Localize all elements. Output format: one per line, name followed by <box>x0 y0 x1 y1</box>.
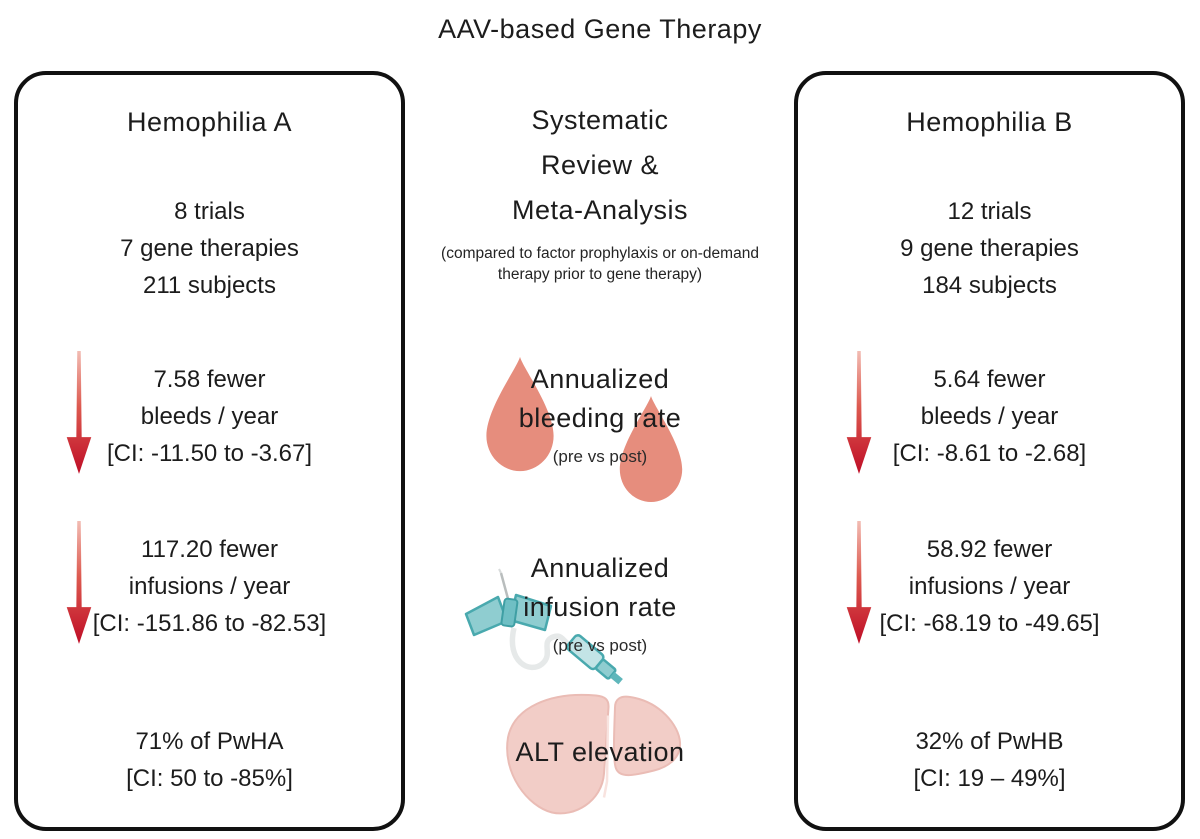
blood-drop-icon <box>619 395 683 503</box>
value-line: 7.58 fewer <box>153 366 266 393</box>
unit-line: bleeds / year <box>140 403 279 430</box>
value-line: 117.20 fewer <box>141 536 278 563</box>
label-line: Annualized <box>530 553 670 583</box>
comparison-note: (compared to factor prophylaxis or on-de… <box>441 245 759 283</box>
hemophilia-a-heading: Hemophilia A <box>126 107 293 137</box>
decrease-arrow-icon <box>846 351 872 474</box>
value-line: 58.92 fewer <box>926 536 1053 563</box>
heading-line: Meta-Analysis <box>511 195 689 225</box>
hemophilia-b-bleed-reduction: 5.64 fewer bleeds / year [CI: -8.61 to -… <box>798 361 1181 472</box>
unit-line: bleeds / year <box>920 403 1059 430</box>
stat-line: 211 subjects <box>143 272 276 299</box>
ci-line: [CI: -8.61 to -2.68] <box>892 440 1087 467</box>
label-line: Annualized <box>530 364 670 394</box>
hemophilia-b-alt-elevation: 32% of PwHB [CI: 19 – 49%] <box>798 723 1181 797</box>
ci-line: [CI: -151.86 to -82.53] <box>92 610 327 637</box>
center-heading: Systematic Review & Meta-Analysis <box>400 98 800 233</box>
infusion-rate-label: Annualized infusion rate (pre vs post) <box>420 549 780 654</box>
hemophilia-a-bleed-reduction: 7.58 fewer bleeds / year [CI: -11.50 to … <box>18 361 401 472</box>
label-line: infusion rate <box>523 592 677 622</box>
infusion-set-icon <box>464 568 623 685</box>
value-line: 5.64 fewer <box>933 366 1046 393</box>
bleeding-rate-label: Annualized bleeding rate (pre vs post) <box>420 360 780 465</box>
heading-line: Systematic <box>531 105 669 135</box>
ci-line: [CI: -68.19 to -49.65] <box>879 610 1100 637</box>
pre-vs-post-note: (pre vs post) <box>552 447 648 466</box>
hemophilia-a-panel: Hemophilia A 8 trials 7 gene therapies 2… <box>14 71 405 831</box>
decrease-arrow-icon <box>846 521 872 644</box>
heading-line: Review & <box>540 150 660 180</box>
decrease-arrow-icon <box>66 351 92 474</box>
unit-line: infusions / year <box>908 573 1071 600</box>
hemophilia-b-panel: Hemophilia B 12 trials 9 gene therapies … <box>794 71 1185 831</box>
decrease-arrow-icon <box>66 521 92 644</box>
stat-line: 184 subjects <box>922 272 1057 299</box>
hemophilia-a-trial-stats: 8 trials 7 gene therapies 211 subjects <box>18 193 401 304</box>
blood-drop-icon <box>486 356 554 472</box>
liver-icon <box>506 693 682 815</box>
hemophilia-b-infusion-reduction: 58.92 fewer infusions / year [CI: -68.19… <box>798 531 1181 642</box>
ci-line: [CI: -11.50 to -3.67] <box>107 440 312 467</box>
alt-elevation-label: ALT elevation <box>515 737 685 767</box>
ci-line: [CI: 19 – 49%] <box>913 765 1066 792</box>
hemophilia-b-trial-stats: 12 trials 9 gene therapies 184 subjects <box>798 193 1181 304</box>
value-line: 32% of PwHB <box>915 728 1064 755</box>
unit-line: infusions / year <box>128 573 291 600</box>
hemophilia-b-heading: Hemophilia B <box>906 107 1073 137</box>
value-line: 71% of PwHA <box>135 728 284 755</box>
stat-line: 7 gene therapies <box>120 235 299 262</box>
figure-title: AAV-based Gene Therapy <box>438 14 762 44</box>
hemophilia-a-infusion-reduction: 117.20 fewer infusions / year [CI: -151.… <box>18 531 401 642</box>
ci-line: [CI: 50 to -85%] <box>126 765 293 792</box>
label-line: bleeding rate <box>518 403 682 433</box>
stat-line: 8 trials <box>174 198 245 225</box>
hemophilia-a-alt-elevation: 71% of PwHA [CI: 50 to -85%] <box>18 723 401 797</box>
stat-line: 12 trials <box>947 198 1032 225</box>
pre-vs-post-note: (pre vs post) <box>552 636 648 655</box>
stat-line: 9 gene therapies <box>900 235 1079 262</box>
